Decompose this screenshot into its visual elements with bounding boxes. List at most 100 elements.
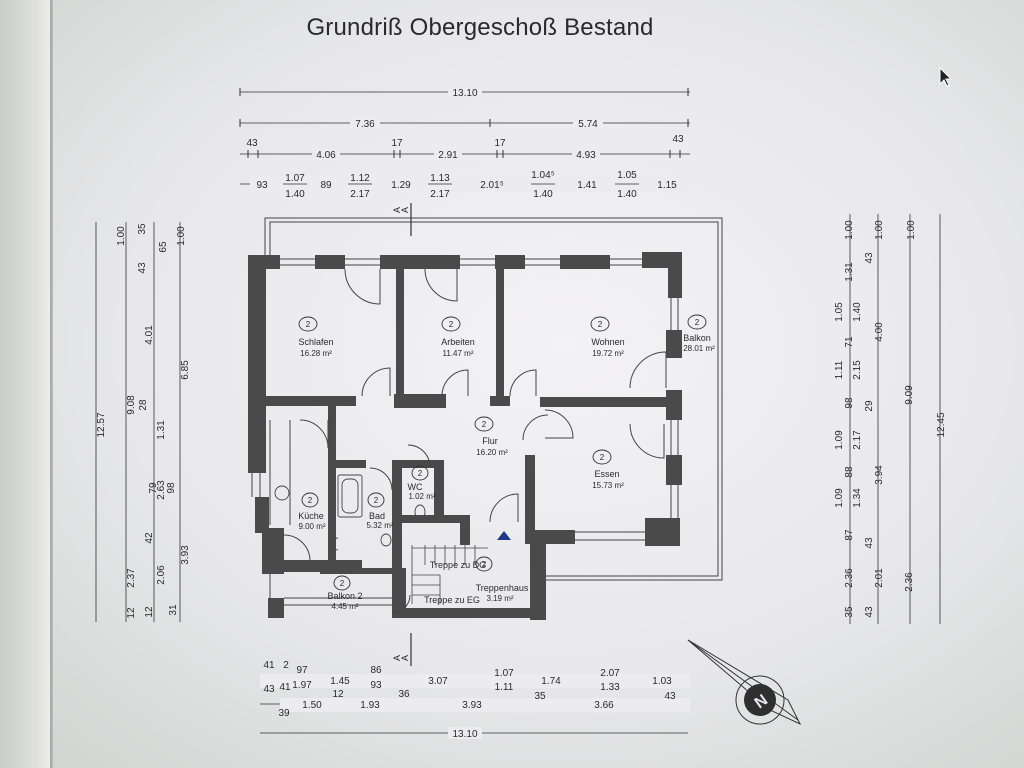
svg-text:1.45: 1.45 (330, 676, 350, 687)
svg-text:2: 2 (598, 320, 603, 329)
svg-text:A: A (392, 207, 402, 213)
svg-text:1.31: 1.31 (156, 420, 167, 440)
room-name: Wohnen (591, 337, 624, 347)
svg-text:2: 2 (600, 453, 605, 462)
svg-text:88: 88 (844, 466, 855, 478)
dim-top-row4: 2.17 (430, 189, 450, 200)
mouse-cursor-icon (939, 66, 953, 87)
svg-text:2.07: 2.07 (600, 668, 620, 679)
door-swings (283, 268, 667, 614)
svg-text:1.09: 1.09 (834, 430, 845, 450)
room-name: Balkon 2 (327, 591, 362, 601)
dim-top-row3: 43 (672, 134, 684, 145)
room-area: 3.19 m² (486, 594, 513, 603)
svg-text:12.45: 12.45 (936, 412, 947, 437)
room-name: Küche (298, 511, 324, 521)
right-dimensions (849, 214, 941, 624)
bathtub-icon (337, 474, 363, 518)
svg-text:1.50: 1.50 (302, 700, 322, 711)
dim-top-row4: 1.40 (533, 189, 553, 200)
room-name: Treppenhaus (476, 583, 529, 593)
svg-text:2: 2 (482, 560, 487, 569)
svg-text:2.36: 2.36 (904, 572, 915, 592)
svg-text:2: 2 (306, 320, 311, 329)
left-dimensions (95, 222, 181, 622)
svg-text:41: 41 (279, 682, 291, 693)
svg-text:43: 43 (864, 606, 875, 618)
svg-text:1.00: 1.00 (874, 220, 885, 240)
dim-top-row4: 1.04⁵ (531, 170, 555, 181)
svg-text:35: 35 (844, 606, 855, 618)
svg-text:1.05: 1.05 (834, 302, 845, 322)
svg-text:41: 41 (263, 660, 275, 671)
room-marker-labels: 2 2 2 2 2 2 2 2 2 2 2 (306, 318, 700, 588)
svg-text:1.11: 1.11 (834, 360, 845, 379)
dim-top-row4: 1.41 (577, 180, 597, 191)
svg-text:93: 93 (370, 680, 382, 691)
room-area: 1.02 m² (408, 492, 435, 501)
room-name: WC (408, 482, 423, 492)
svg-text:1.00: 1.00 (844, 220, 855, 240)
svg-text:29: 29 (864, 400, 875, 412)
dim-top-row3: 43 (246, 138, 258, 149)
svg-text:43: 43 (864, 252, 875, 264)
svg-text:2: 2 (374, 496, 379, 505)
svg-text:28: 28 (138, 399, 149, 411)
svg-text:2: 2 (340, 579, 345, 588)
dim-top-row4: 89 (320, 180, 332, 191)
dim-top-row4: 1.40 (617, 189, 637, 200)
north-arrow-icon: N (687, 639, 802, 726)
dim-top-row4: 1.40 (285, 189, 305, 200)
svg-text:35: 35 (534, 691, 546, 702)
svg-text:3.66: 3.66 (594, 700, 614, 711)
dim-top-row4: 1.13 (430, 173, 450, 184)
dim-top-row2: 5.74 (578, 119, 598, 130)
room-area: 16.20 m² (476, 448, 508, 457)
svg-text:1.00: 1.00 (176, 226, 187, 246)
fixtures (274, 474, 426, 551)
bottom-dim-labels: 41 2 97 1.45 86 3.07 1.07 1.74 2.07 1.03… (263, 660, 676, 740)
room-name: Bad (369, 511, 385, 521)
stair-direction-icon (497, 531, 511, 540)
svg-text:2.15: 2.15 (852, 360, 863, 380)
dim-top-row3: 17 (494, 138, 506, 149)
room-name: Flur (482, 436, 498, 446)
svg-text:1.09: 1.09 (834, 488, 845, 508)
svg-text:79: 79 (148, 482, 159, 494)
svg-text:43: 43 (864, 537, 875, 549)
svg-text:1.93: 1.93 (360, 700, 380, 711)
room-name: Balkon (683, 333, 711, 343)
svg-text:42: 42 (144, 532, 155, 544)
room-area: 16.28 m² (300, 349, 332, 358)
room-markers (298, 314, 707, 591)
svg-text:2.01: 2.01 (874, 568, 885, 588)
svg-text:39: 39 (278, 708, 290, 719)
svg-text:98: 98 (844, 397, 855, 409)
dim-top-row3: 17 (391, 138, 403, 149)
svg-text:9.09: 9.09 (904, 385, 915, 405)
room-area: 28.01 m² (683, 344, 715, 353)
room-area: 4.45 m² (331, 602, 358, 611)
svg-text:2.06: 2.06 (156, 565, 167, 585)
svg-text:1.31: 1.31 (844, 262, 855, 282)
svg-text:3.93: 3.93 (462, 700, 482, 711)
svg-text:3.93: 3.93 (180, 545, 191, 565)
dim-top-row4: 1.15 (657, 180, 677, 191)
svg-text:71: 71 (844, 336, 855, 348)
svg-text:97: 97 (296, 665, 308, 676)
svg-text:3.94: 3.94 (874, 465, 885, 485)
room-area: 15.73 m² (592, 481, 624, 490)
dim-top-row4: 1.29 (391, 180, 411, 191)
dim-top-row4: 2.01⁵ (480, 180, 504, 191)
toilet-icon (380, 533, 392, 547)
svg-text:13.10: 13.10 (452, 729, 477, 740)
svg-text:6.85: 6.85 (180, 360, 191, 380)
svg-text:2: 2 (308, 496, 313, 505)
room-name: Schlafen (298, 337, 333, 347)
svg-text:12.57: 12.57 (96, 412, 107, 437)
page-edge (50, 0, 52, 768)
svg-text:86: 86 (370, 665, 382, 676)
svg-text:2.63: 2.63 (156, 480, 167, 500)
stair-label: Treppe zu DG (430, 560, 486, 570)
